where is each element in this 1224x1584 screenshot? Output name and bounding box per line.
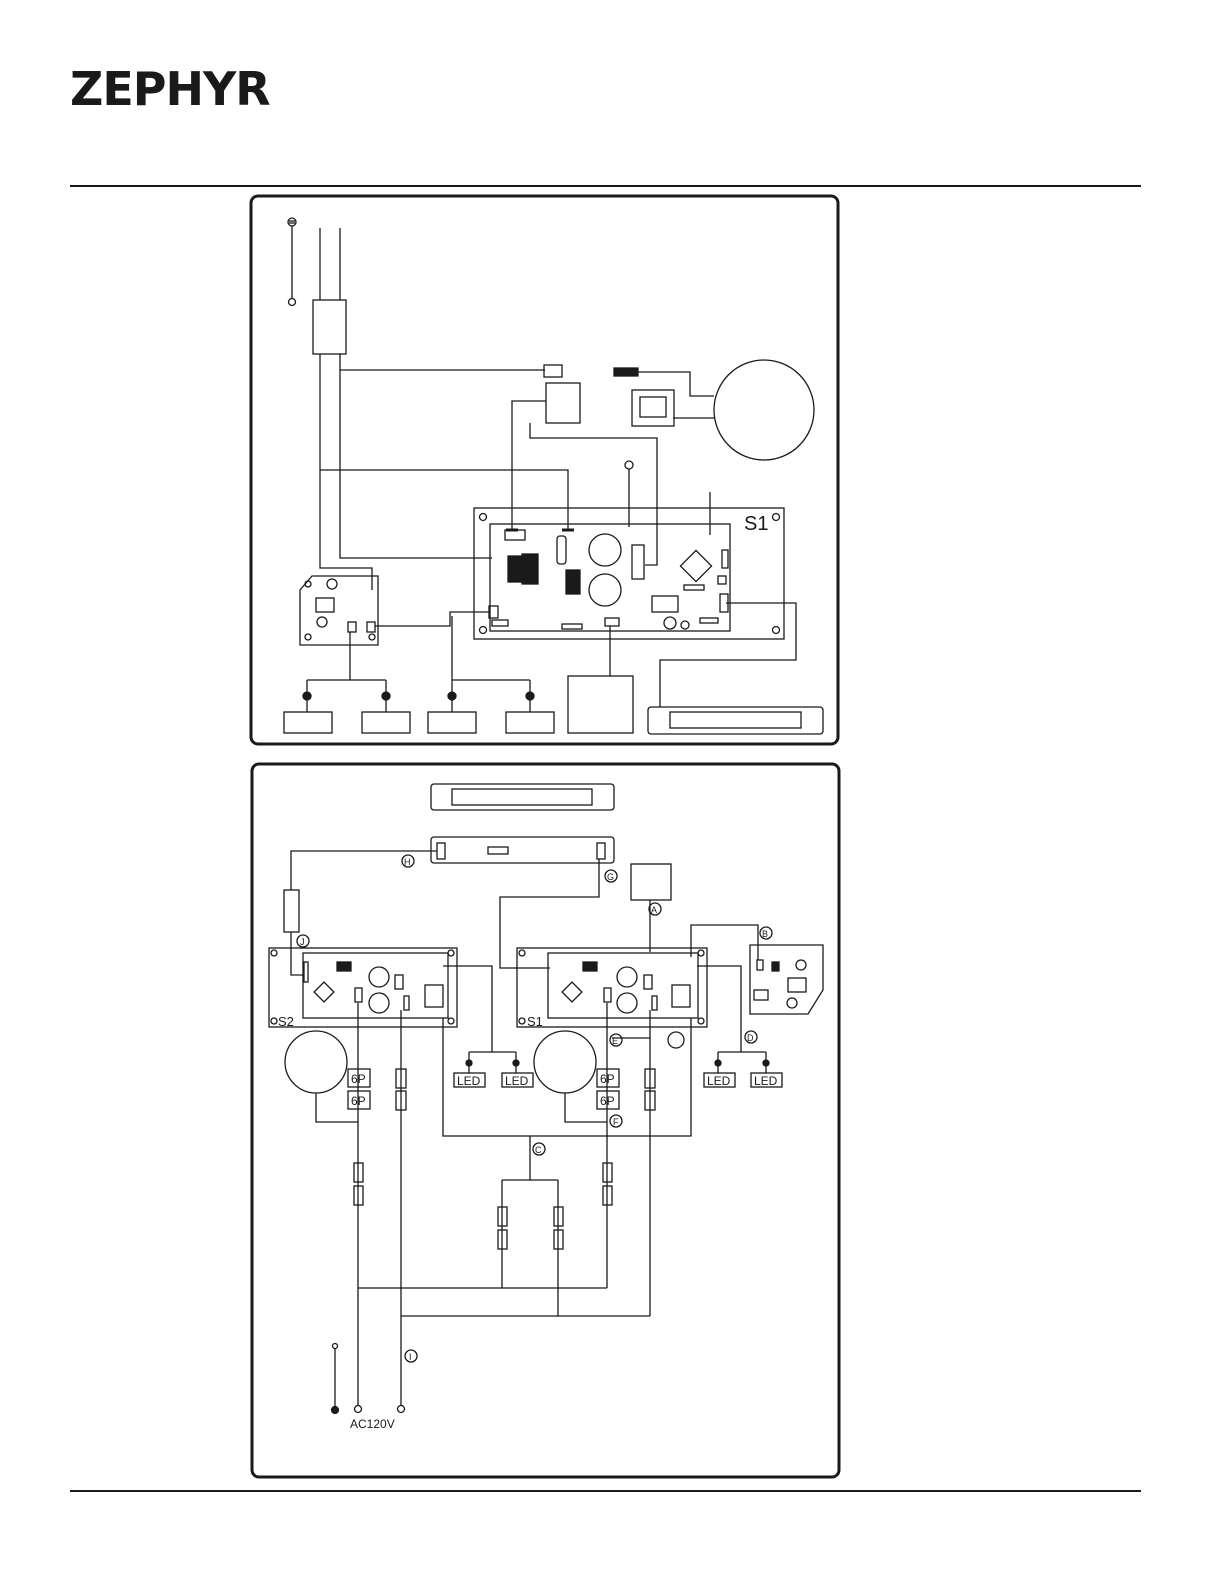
svg-text:LED: LED [457, 1074, 481, 1088]
marker-j: J [297, 935, 309, 947]
ground-symbol-icon [288, 218, 296, 226]
marker-a: A [649, 903, 661, 915]
motor-plug [632, 390, 674, 426]
svg-text:LED: LED [707, 1074, 731, 1088]
marker-i: I [405, 1350, 417, 1362]
svg-text:F: F [613, 1117, 619, 1127]
svg-text:A: A [651, 905, 657, 915]
led-driver-1 [431, 784, 614, 810]
blower-motor [714, 360, 814, 460]
marker-d: D [745, 1031, 757, 1043]
led-driver-2 [431, 837, 614, 863]
light-load-2 [362, 712, 410, 733]
top-wiring-diagram: S1 [251, 196, 838, 744]
sensor-module-bottom [631, 864, 671, 900]
marker-h: H [402, 855, 414, 867]
svg-text:H: H [404, 857, 411, 867]
svg-text:G: G [607, 872, 614, 882]
capacitor-2 [589, 574, 621, 606]
connector-small [544, 365, 562, 377]
connector-plug [614, 368, 638, 376]
light-load-3 [428, 712, 476, 733]
svg-text:E: E [612, 1036, 618, 1046]
light-load-1 [284, 712, 332, 733]
marker-c: C [533, 1143, 545, 1155]
switch-board [300, 576, 378, 645]
svg-text:LED: LED [754, 1074, 778, 1088]
ground-terminal-icon [332, 1407, 339, 1414]
capacitor-1 [589, 534, 621, 566]
blower-right [534, 1031, 596, 1093]
board-s2 [269, 948, 457, 1027]
power-supply-module [648, 707, 823, 734]
svg-text:LED: LED [505, 1074, 529, 1088]
light-load-4 [506, 712, 554, 733]
marker-b: B [760, 927, 772, 939]
board-label-s2: S2 [278, 1014, 294, 1029]
marker-g: G [605, 870, 617, 882]
blower-left [285, 1031, 347, 1093]
board-s1 [517, 948, 707, 1027]
marker-e: E [610, 1034, 622, 1046]
svg-text:C: C [535, 1145, 542, 1155]
marker-f: F [610, 1115, 622, 1127]
bottom-diagram-frame [252, 764, 839, 1477]
supply-label: AC120V [350, 1417, 395, 1431]
board-ground-icon [625, 461, 633, 469]
sensor-module [568, 676, 633, 733]
line-filter [313, 300, 346, 354]
line-filter-bottom [284, 890, 299, 932]
svg-text:J: J [300, 937, 305, 947]
bottom-wiring-diagram: S2 S1 6P [252, 764, 839, 1477]
board-label-s1: S1 [744, 513, 768, 535]
svg-text:B: B [762, 929, 768, 939]
svg-text:I: I [409, 1352, 412, 1362]
motor-connector [546, 383, 580, 423]
svg-text:D: D [747, 1033, 754, 1043]
board-label-s1-bottom: S1 [527, 1014, 543, 1029]
